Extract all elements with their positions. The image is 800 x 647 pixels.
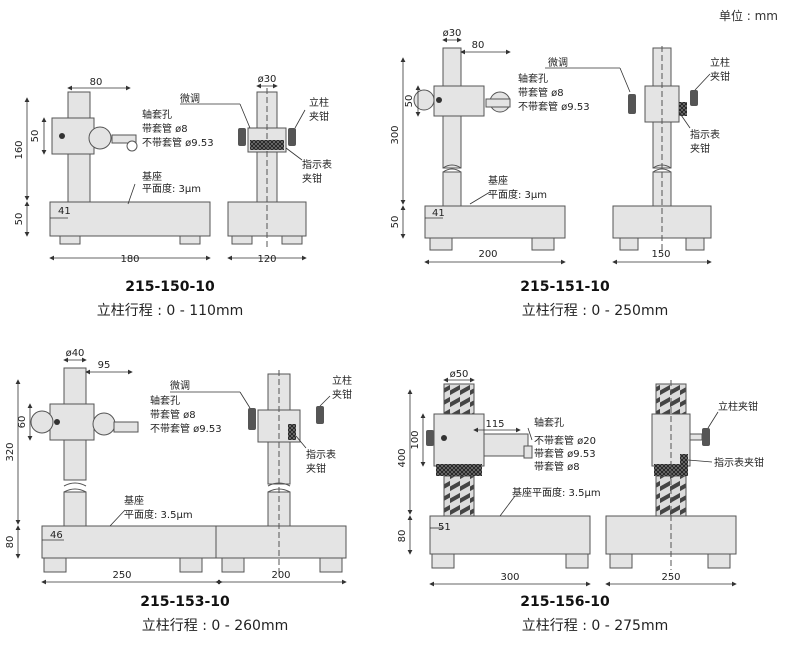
label-bore: 轴套孔 (518, 72, 548, 85)
label-bore: 轴套孔 (534, 416, 564, 429)
dim-arm: 115 (485, 419, 504, 430)
label-with-sleeve: 带套管 ø8 (150, 408, 196, 421)
label-fine: 微调 (170, 379, 190, 392)
label-column-clamp: 立柱夹钳 (718, 400, 758, 413)
dim-base-d: 120 (257, 254, 276, 265)
label-base: 基座 (142, 170, 162, 183)
front-view-3 (215, 370, 347, 574)
dim-base-h: 50 (14, 213, 25, 226)
dim-base-h: 80 (5, 536, 16, 549)
label-flatness: 平面度: 3μm (142, 182, 201, 195)
dim-offset: 46 (50, 530, 63, 541)
dim-base-w: 250 (112, 570, 131, 581)
dim-height: 400 (397, 448, 408, 467)
model-number-2: 215-151-10 (520, 279, 610, 295)
dims-4 (407, 377, 737, 587)
label-without-sleeve: 不带套管 ø9.53 (518, 100, 590, 113)
label-bore: 轴套孔 (142, 108, 172, 121)
dim-base-h: 50 (390, 216, 401, 229)
unit-label: 单位 : mm (718, 9, 778, 23)
label-column-clamp-2: 夹钳 (710, 70, 730, 83)
label-fine: 微调 (180, 92, 200, 105)
stroke-4: 立柱行程 : 0 - 275mm (521, 618, 669, 634)
label-base: 基座 (488, 174, 508, 187)
panel-215-151-10: ø30 80 300 50 50 41 200 150 微调 立柱 夹钳 轴套孔… (390, 28, 730, 265)
label-with-sleeve: 带套管 ø8 (518, 86, 564, 99)
dim-arm: 80 (90, 77, 103, 88)
front-view-4 (605, 380, 737, 570)
dim-base-w: 180 (120, 254, 139, 265)
front-view-1 (227, 88, 307, 250)
stroke-1: 立柱行程 : 0 - 110mm (96, 303, 244, 319)
model-number-3: 215-153-10 (140, 594, 230, 610)
label-without-sleeve: 不带套管 ø9.53 (142, 136, 214, 149)
dims-1 (24, 83, 307, 261)
label-column-clamp-1: 立柱 (332, 374, 352, 387)
dim-arm: 95 (98, 360, 111, 371)
label-indicator-clamp-2: 夹钳 (690, 142, 710, 155)
label-without-sleeve: 不带套管 ø9.53 (150, 422, 222, 435)
front-view-2 (612, 46, 712, 251)
dim-height: 160 (14, 140, 25, 159)
label-with-sleeve-b: 带套管 ø8 (534, 460, 580, 473)
dim-column-dia: ø40 (66, 348, 85, 359)
label-column-clamp-1: 立柱 (309, 96, 329, 109)
label-column-clamp-1: 立柱 (710, 56, 730, 69)
label-base: 基座 (124, 494, 144, 507)
stroke-3: 立柱行程 : 0 - 260mm (141, 618, 289, 634)
dim-holder: 60 (17, 416, 28, 429)
dim-column-dia: ø30 (258, 74, 277, 85)
side-view-1 (49, 91, 211, 245)
dim-offset: 51 (438, 522, 451, 533)
side-view-3 (30, 367, 223, 573)
panel-215-156-10: ø50 115 400 100 80 51 300 250 轴套孔 不带套管 ø… (397, 369, 764, 587)
label-indicator-clamp-1: 指示表 (302, 158, 332, 171)
label-indicator-clamp: 指示表夹钳 (714, 456, 764, 469)
dims-2 (400, 37, 712, 265)
label-flatness: 平面度: 3μm (488, 188, 547, 201)
dim-height: 300 (390, 125, 401, 144)
dim-base-w: 300 (500, 572, 519, 583)
dim-height: 320 (5, 442, 16, 461)
label-indicator-clamp-2: 夹钳 (302, 172, 322, 185)
label-column-clamp-2: 夹钳 (332, 388, 352, 401)
label-flatness: 平面度: 3.5μm (124, 508, 193, 521)
dim-offset: 41 (432, 208, 445, 219)
dims-3 (15, 357, 347, 585)
panel-215-153-10: ø40 95 320 60 80 46 250 200 微调 立柱 夹钳 轴套孔… (5, 348, 352, 585)
label-fine: 微调 (548, 56, 568, 69)
model-number-1: 215-150-10 (125, 279, 215, 295)
dim-offset: 41 (58, 206, 71, 217)
label-indicator-clamp-1: 指示表 (306, 448, 336, 461)
dim-holder: 50 (30, 130, 41, 143)
dim-base-d: 150 (651, 249, 670, 260)
stroke-2: 立柱行程 : 0 - 250mm (521, 303, 669, 319)
label-base: 基座平面度: 3.5μm (512, 486, 601, 499)
dim-base-w: 200 (478, 249, 497, 260)
dim-column-dia: ø30 (443, 28, 462, 39)
label-with-sleeve: 带套管 ø8 (142, 122, 188, 135)
dim-holder: 50 (404, 95, 415, 108)
label-with-sleeve-a: 带套管 ø9.53 (534, 447, 596, 460)
dim-base-d: 200 (271, 570, 290, 581)
label-indicator-clamp-1: 指示表 (690, 128, 720, 141)
panel-215-150-10: 80 ø30 160 50 50 41 180 120 微调 立柱 夹钳 轴套孔… (14, 74, 332, 265)
dim-base-h: 80 (397, 530, 408, 543)
label-indicator-clamp-2: 夹钳 (306, 462, 326, 475)
dim-column-dia: ø50 (450, 369, 469, 380)
label-column-clamp-2: 夹钳 (309, 110, 329, 123)
dim-base-d: 250 (661, 572, 680, 583)
model-number-4: 215-156-10 (520, 594, 610, 610)
dim-holder: 100 (410, 430, 421, 449)
side-view-4 (426, 383, 591, 569)
side-view-2 (413, 47, 566, 251)
label-bore: 轴套孔 (150, 394, 180, 407)
label-without-sleeve: 不带套管 ø20 (534, 434, 596, 447)
dim-arm: 80 (472, 40, 485, 51)
